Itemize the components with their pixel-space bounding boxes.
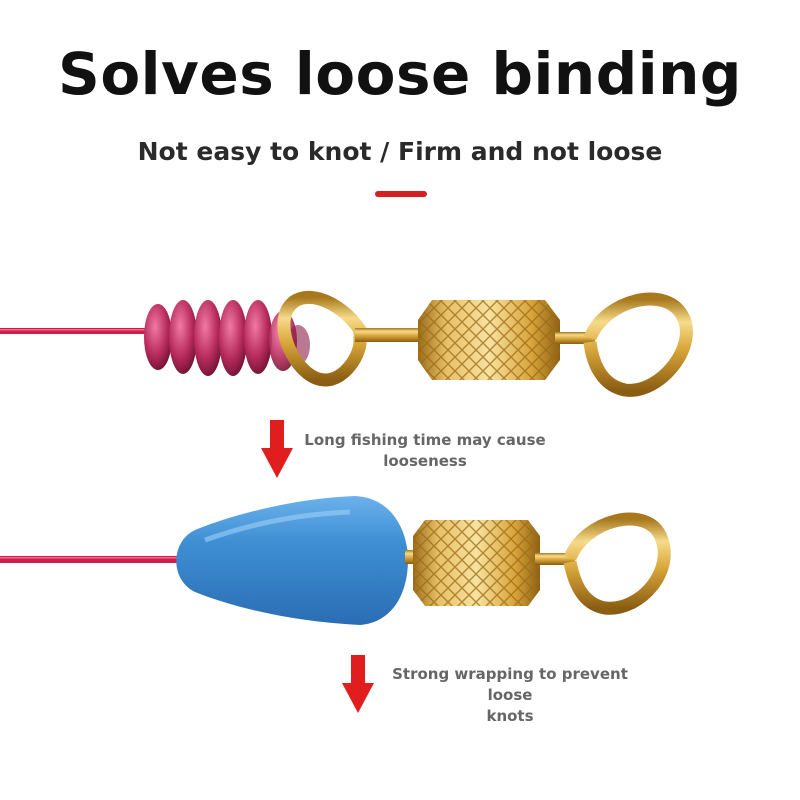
- caption-line: looseness: [383, 452, 467, 470]
- down-arrow-icon: [342, 655, 374, 713]
- fishing-line-top: [0, 328, 165, 334]
- swivel-top: [277, 290, 693, 397]
- page-title: Solves loose binding: [58, 40, 742, 108]
- fishing-line-bottom: [0, 556, 200, 563]
- page-subtitle: Not easy to knot / Firm and not loose: [137, 137, 663, 166]
- caption-line: Strong wrapping to prevent loose: [392, 665, 628, 704]
- accent-divider: [375, 191, 427, 197]
- caption-line: Long fishing time may cause: [304, 431, 546, 449]
- rubber-bead: [176, 496, 408, 625]
- swivel-bottom: [405, 512, 671, 615]
- caption-looseness: Long fishing time may cause looseness: [300, 430, 550, 472]
- caption-strong-wrapping: Strong wrapping to prevent loose knots: [370, 664, 650, 727]
- caption-line: knots: [486, 707, 534, 725]
- down-arrow-icon: [261, 420, 293, 478]
- spring-coil: [144, 300, 310, 376]
